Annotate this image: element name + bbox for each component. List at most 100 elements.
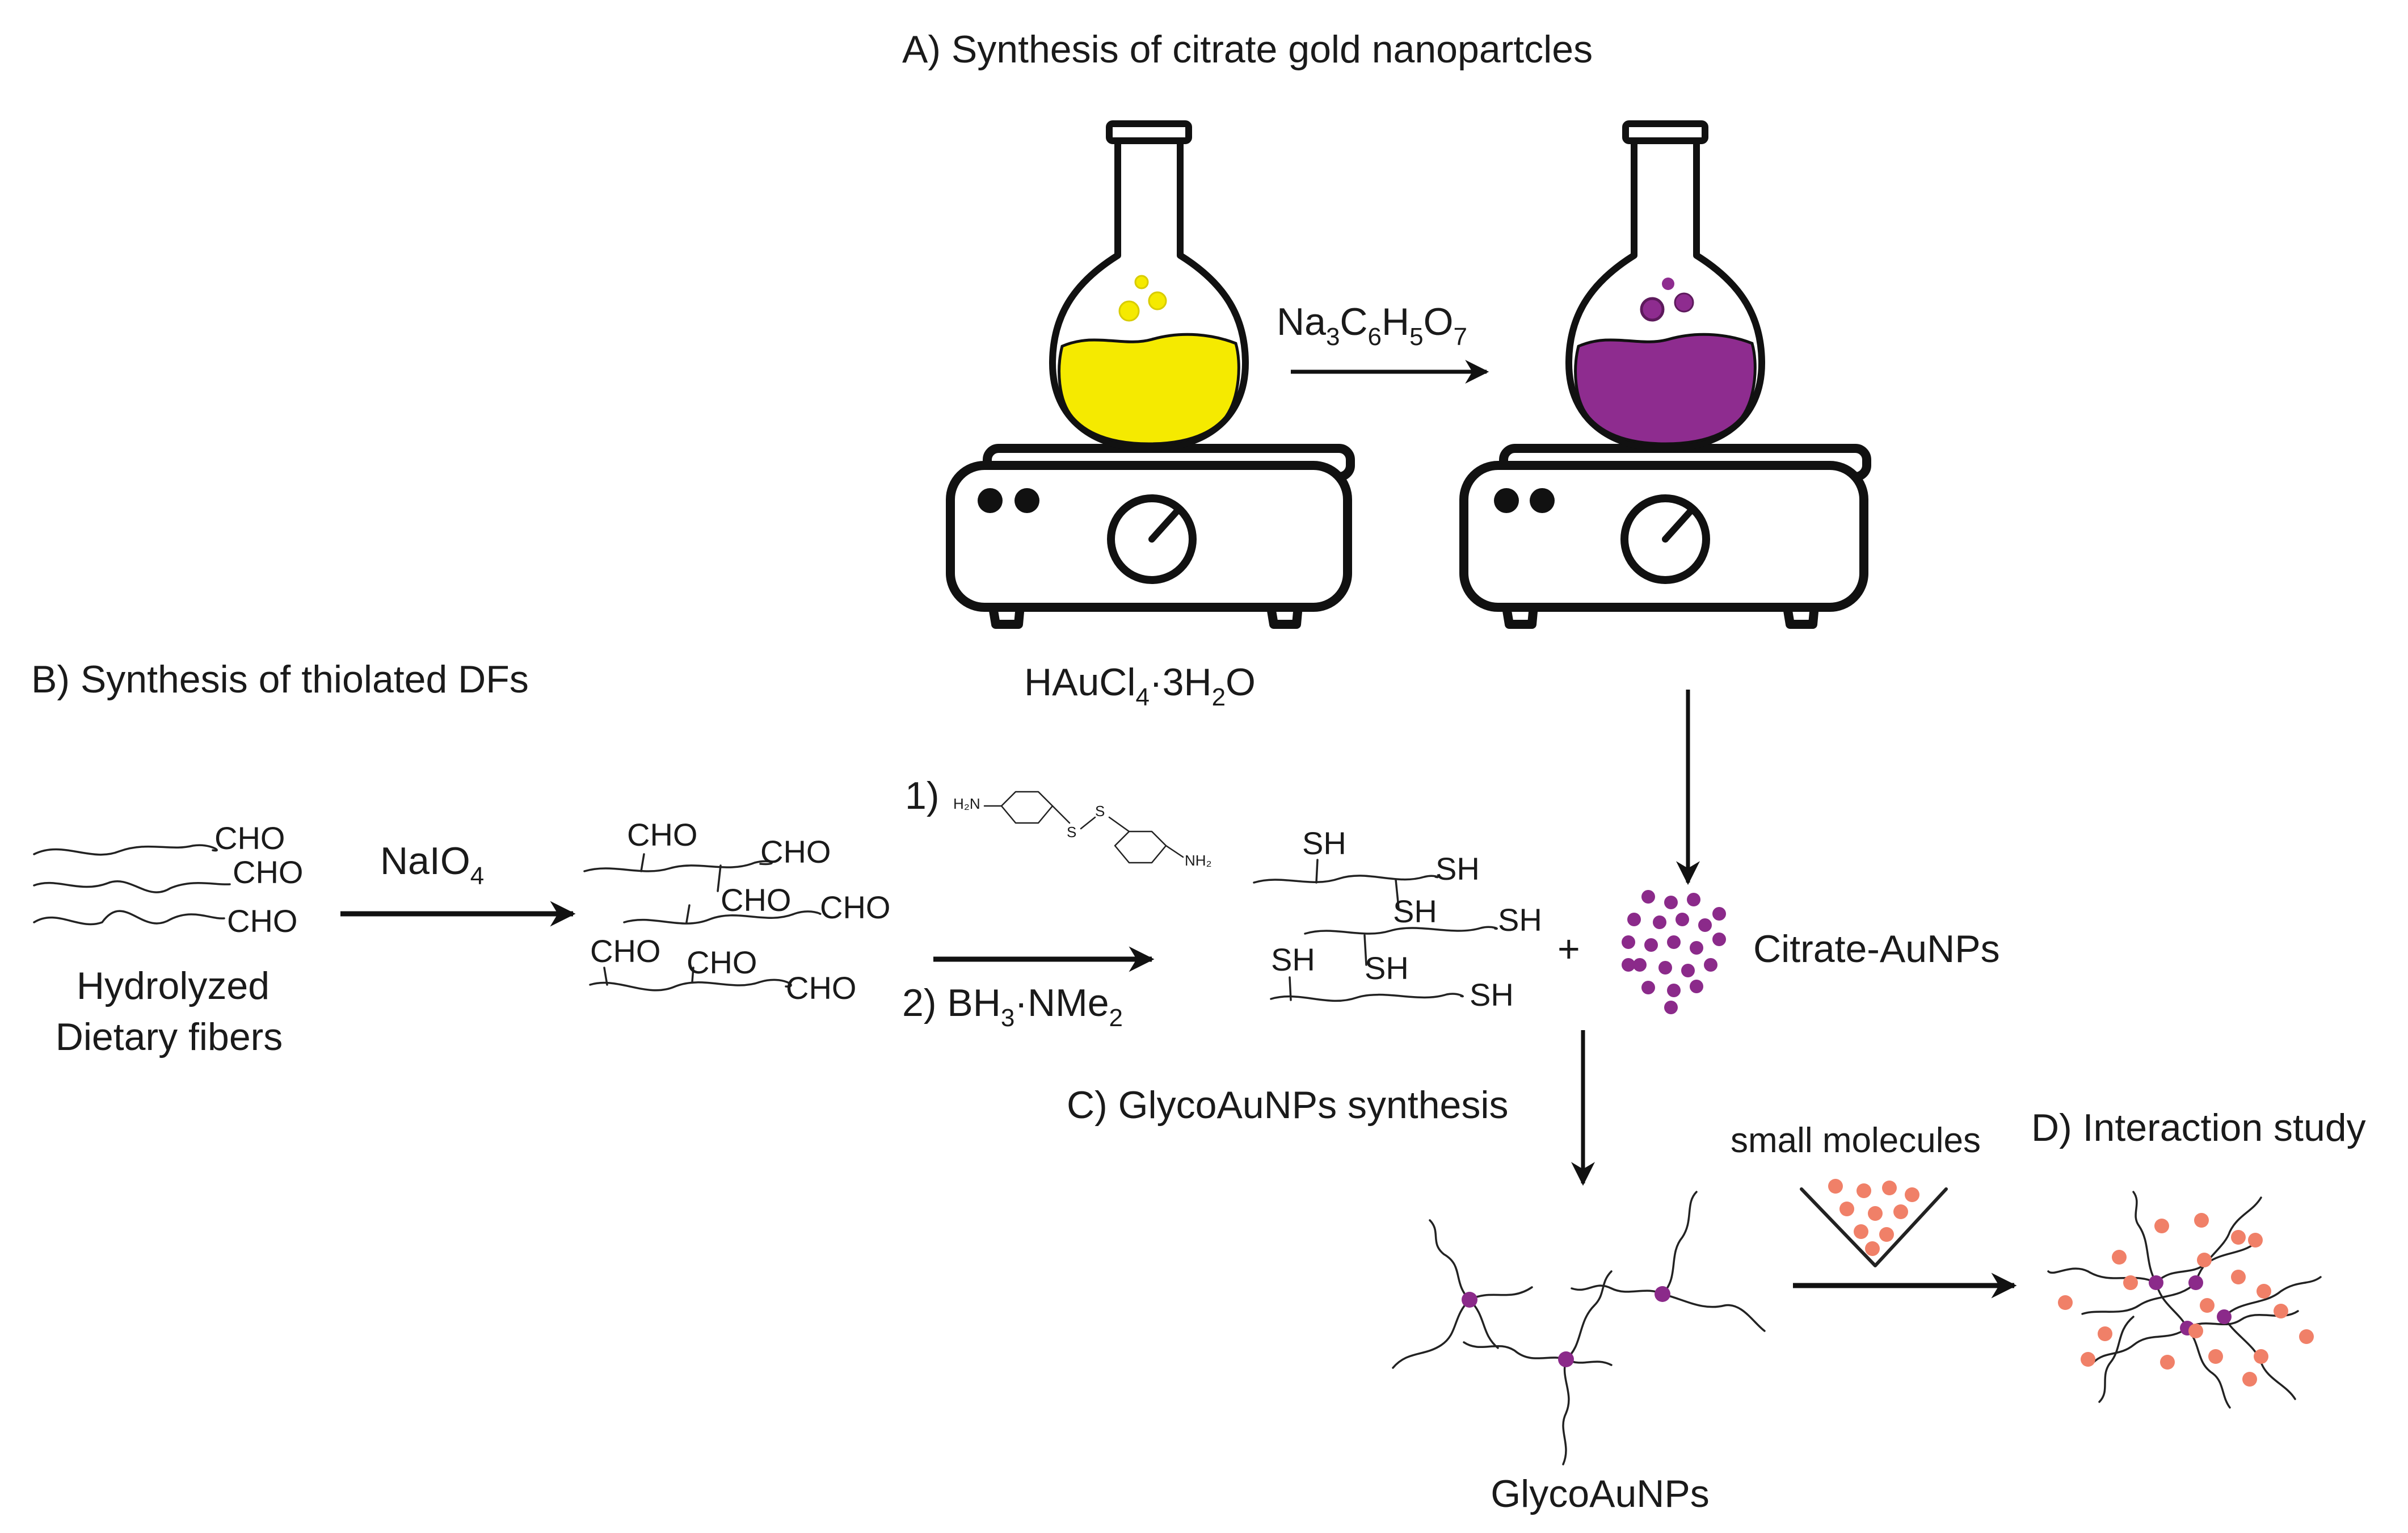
nanoparticle-dot (1627, 913, 1641, 926)
label-glycoaunps: GlycoAuNPs (1491, 1472, 1709, 1515)
flask-setup-left (946, 120, 1355, 629)
svg-text:S: S (1067, 824, 1076, 841)
svg-text:NH₂: NH₂ (1185, 852, 1212, 869)
svg-text:SH: SH (1435, 851, 1480, 887)
nanoparticle-dot (1667, 935, 1681, 949)
svg-text:CHO: CHO (590, 933, 660, 969)
hot-plate-left (946, 444, 1355, 629)
svg-text:H₂N: H₂N (953, 795, 980, 812)
svg-text:SH: SH (1302, 825, 1346, 861)
flask-purple (1565, 120, 1765, 452)
svg-text:CHO: CHO (760, 834, 831, 870)
small-molecule-dot (1854, 1224, 1868, 1239)
citrate-aunps-cluster (1622, 890, 1726, 1014)
small-molecule-dot (1882, 1181, 1897, 1195)
label-haucl4: HAuCl4·3H2O (1024, 661, 1256, 711)
nanoparticle-dot (1712, 907, 1726, 921)
indicator-light (1014, 488, 1039, 513)
funnel (1800, 1187, 1948, 1267)
small-molecule-dot (1865, 1241, 1880, 1256)
svg-text:SH: SH (1470, 977, 1514, 1013)
purple-solution (1574, 333, 1757, 446)
small-molecule-dot (2242, 1372, 2257, 1387)
small-molecule-dot (2200, 1298, 2215, 1313)
small-molecule-dot (2257, 1284, 2271, 1299)
svg-text:SH: SH (1393, 893, 1437, 929)
nanoparticle-dot (1676, 913, 1689, 926)
section-b-title: B) Synthesis of thiolated DFs (31, 658, 529, 701)
glycoaunps-particles (1392, 1191, 1766, 1465)
nanoparticle-dot (1704, 958, 1717, 972)
gold-solution (1058, 333, 1240, 446)
svg-text:CHO: CHO (233, 854, 303, 890)
small-molecule-dot (1893, 1204, 1908, 1219)
small-molecule-dot (2231, 1270, 2246, 1284)
label-dietary-fibers: Dietary fibers (56, 1015, 283, 1059)
hot-plate-right (1459, 444, 1871, 629)
label-citrate-aunps: Citrate-AuNPs (1753, 927, 2000, 971)
nanoparticle-dot (1681, 964, 1695, 977)
small-molecule-dot (2058, 1295, 2073, 1310)
small-molecule-dot (2299, 1329, 2314, 1344)
flask-yellow (1049, 120, 1249, 452)
thiolated-fibers-chains: SH SH SH SH SH SH SH (1253, 825, 1542, 1013)
small-molecule-dot (2154, 1219, 2169, 1233)
small-molecule-dot (1856, 1183, 1871, 1198)
nanoparticle-dot (1698, 918, 1712, 932)
svg-text:CHO: CHO (786, 970, 856, 1006)
nanoparticle-dot (1633, 958, 1647, 972)
plus-sign: + (1557, 927, 1580, 971)
small-molecule-dot (1839, 1202, 1854, 1216)
nanoparticle-dot (1622, 958, 1635, 972)
indicator-light (978, 488, 1003, 513)
nanoparticle-dot (1712, 933, 1726, 946)
small-molecule-dot (1868, 1206, 1883, 1221)
small-molecule-dot (1905, 1187, 1919, 1202)
label-citrate: Na3C6H5O7 (1277, 300, 1467, 351)
small-molecule-dot (2254, 1349, 2268, 1364)
small-molecule-dot (2231, 1230, 2246, 1245)
nanoparticle-dot (1667, 984, 1681, 997)
small-molecule-dot (2248, 1233, 2263, 1248)
nanoparticle-dot (1690, 980, 1703, 993)
label-step1: 1) (905, 774, 939, 817)
small-molecule-dot (1879, 1227, 1894, 1242)
label-naio4: NaIO4 (380, 839, 484, 890)
nanoparticle-dot (1690, 941, 1703, 955)
svg-text:SH: SH (1365, 950, 1409, 986)
svg-text:SH: SH (1498, 902, 1542, 938)
svg-text:CHO: CHO (820, 889, 890, 925)
svg-text:S: S (1095, 803, 1105, 820)
nanoparticle-dot (1653, 915, 1666, 929)
nanoparticle-dot (1664, 896, 1678, 909)
dithiodianiline-structure: H₂N S S NH₂ (953, 791, 1212, 869)
small-molecule-dot (2160, 1355, 2175, 1370)
interaction-complex (2047, 1191, 2322, 1409)
small-molecule-dot (2197, 1253, 2212, 1267)
svg-text:CHO: CHO (687, 944, 757, 980)
section-c-title: C) GlycoAuNPs synthesis (1067, 1083, 1508, 1127)
bound-small-molecules (2058, 1213, 2314, 1387)
svg-text:CHO: CHO (227, 903, 297, 939)
nanoparticle-dot (1658, 961, 1672, 975)
section-a-title: A) Synthesis of citrate gold nanopartcle… (902, 28, 1593, 71)
small-molecule-dot (2188, 1324, 2203, 1338)
hydrolyzed-fibers-chains: CHO CHO CHO (33, 820, 303, 939)
svg-text:CHO: CHO (214, 820, 285, 856)
nanoparticle-dot (1687, 893, 1700, 906)
small-molecule-dot (2123, 1275, 2138, 1290)
section-d-title: D) Interaction study (2031, 1106, 2366, 1149)
nanoparticle-dot (1622, 935, 1635, 949)
label-hydrolyzed: Hydrolyzed (77, 964, 270, 1007)
small-molecule-dot (2112, 1250, 2127, 1265)
small-molecule-dot (2194, 1213, 2209, 1228)
nanoparticle-dot (1644, 938, 1658, 952)
label-step2: 2) BH3·NMe2 (902, 981, 1123, 1032)
small-molecule-dot (2098, 1326, 2112, 1341)
indicator-light (1530, 488, 1555, 513)
small-molecule-dot (2208, 1349, 2223, 1364)
oxidized-fibers-chains: CHO CHO CHO CHO CHO CHO CHO (583, 817, 890, 1006)
nanoparticle-dot (1641, 890, 1655, 904)
small-molecules-funnel (1828, 1179, 1919, 1256)
